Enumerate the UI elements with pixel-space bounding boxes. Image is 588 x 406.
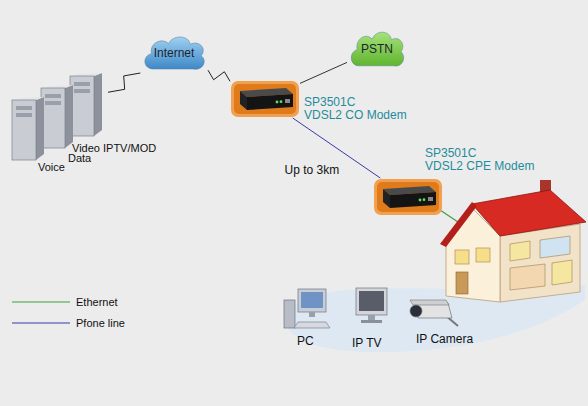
co-modem: SP3501CVDSL2 CO Modem xyxy=(230,80,300,118)
server-bay xyxy=(16,113,32,117)
pc-monitor xyxy=(298,289,326,312)
modem-front xyxy=(390,192,436,208)
tv-frame xyxy=(356,288,387,315)
node-label: VDSL2 CPE Modem xyxy=(425,160,534,173)
cloud-label-box: PSTN xyxy=(347,28,407,70)
server-group: Video IPTV/MODDataVoice xyxy=(8,72,108,172)
server-tower xyxy=(41,85,73,148)
house-room xyxy=(540,236,570,258)
legend-line-sample xyxy=(12,302,70,303)
cloud-outline xyxy=(351,32,403,66)
cloud-outline xyxy=(145,37,204,69)
server-bay xyxy=(16,106,32,110)
pstn-link xyxy=(300,62,347,83)
cloud-label-box: Internet xyxy=(140,33,208,73)
pc-stand xyxy=(309,312,315,317)
house-roof xyxy=(472,190,586,236)
cloud-label: PSTN xyxy=(361,42,393,56)
house-door xyxy=(456,272,468,294)
house-window xyxy=(455,250,469,264)
pc-screen xyxy=(301,292,323,308)
internet-cloud: Internet xyxy=(140,33,208,73)
server-side xyxy=(65,85,73,148)
house-side-wall xyxy=(500,224,580,302)
modem-led xyxy=(423,198,426,201)
camera-lens xyxy=(410,305,422,317)
house-roof-edge xyxy=(440,202,477,247)
pc-tower xyxy=(284,300,295,328)
wan-link xyxy=(108,73,140,92)
server-front xyxy=(70,76,94,136)
house-room xyxy=(552,260,572,285)
wan-link xyxy=(208,70,230,81)
modem-glow xyxy=(234,84,296,114)
house-illustration xyxy=(440,180,586,302)
modem-led xyxy=(276,101,279,104)
pc-illustration xyxy=(284,289,330,328)
modem-side xyxy=(383,189,390,208)
house-room xyxy=(510,264,545,290)
server-front xyxy=(12,100,36,160)
tv-illustration xyxy=(356,288,387,323)
modem-led xyxy=(280,100,283,103)
camera-hood xyxy=(410,300,449,305)
server-side xyxy=(36,97,44,160)
server-side xyxy=(94,73,102,136)
server-tower xyxy=(12,97,44,160)
server-shape xyxy=(8,72,108,172)
modem-led xyxy=(419,199,422,202)
legend-line-sample xyxy=(12,323,70,324)
tv-base xyxy=(361,320,382,323)
modem-shape xyxy=(230,80,300,118)
server-bay xyxy=(74,82,90,86)
device-label: IP TV xyxy=(352,337,382,350)
modem-glow xyxy=(374,179,442,215)
server-bay xyxy=(74,89,90,93)
node-label: VDSL2 CO Modem xyxy=(304,109,407,122)
server-tower xyxy=(70,73,102,136)
pstn-cloud: PSTN xyxy=(347,28,407,70)
modem-shape xyxy=(373,178,443,216)
node-label: SP3501C xyxy=(425,147,476,160)
legend-text: Pfone line xyxy=(76,317,125,330)
node-label: Voice xyxy=(38,161,65,174)
legend-text: Ethernet xyxy=(76,296,118,309)
modem-side xyxy=(240,91,247,110)
device-label: IP Camera xyxy=(416,333,473,346)
node-label: Data xyxy=(68,152,91,165)
server-front xyxy=(41,88,65,148)
modem-front xyxy=(247,94,293,110)
camera-illustration xyxy=(410,300,458,326)
cloud-label: Internet xyxy=(154,46,195,60)
modem-glow xyxy=(231,81,299,117)
house-room xyxy=(510,241,530,261)
house-window xyxy=(476,248,490,262)
modem-port xyxy=(428,197,433,201)
phone-line xyxy=(293,118,381,178)
server-bay xyxy=(45,94,61,98)
pc-keyboard xyxy=(294,322,330,328)
modem-port xyxy=(285,99,290,103)
node-label: SP3501C xyxy=(304,96,355,109)
tv-stand xyxy=(368,315,375,320)
server-bay xyxy=(45,101,61,105)
tv-screen xyxy=(359,291,384,311)
edge-label: Up to 3km xyxy=(285,164,340,177)
device-label: PC xyxy=(297,335,314,348)
modem-glow xyxy=(377,182,439,212)
cpe-modem: SP3501CVDSL2 CPE Modem xyxy=(373,178,443,216)
